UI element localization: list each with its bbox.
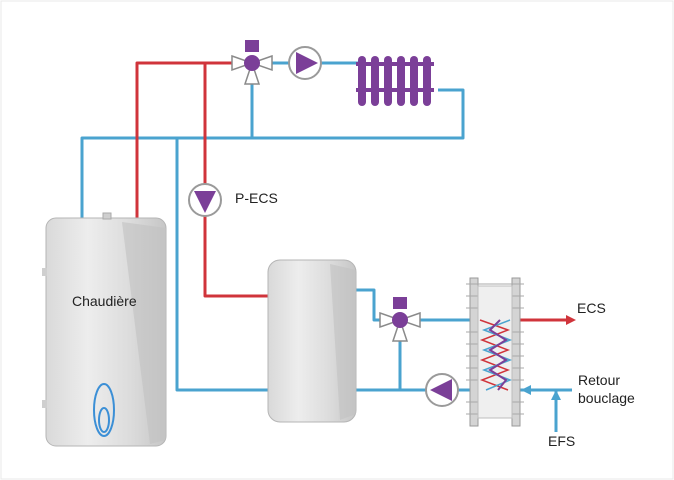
secondary-three-way-valve-icon xyxy=(379,297,421,342)
boiler xyxy=(42,212,167,447)
boiler-return-pipe xyxy=(80,88,465,218)
heating-pump-icon xyxy=(288,46,322,80)
heating-three-way-valve-icon xyxy=(231,40,273,85)
exchanger-purple-coil xyxy=(488,319,508,391)
dhw-to-tank-pipe xyxy=(203,216,270,298)
secondary-pump-icon xyxy=(425,373,459,407)
efs-label: EFS xyxy=(548,433,575,449)
hot-pipes xyxy=(135,61,576,325)
ecs-label: ECS xyxy=(577,300,606,316)
retour-arrow-icon xyxy=(521,385,531,395)
efs-arrow-icon xyxy=(551,390,561,400)
dhw-storage-tank xyxy=(267,259,357,423)
dhw-pump-label: P-ECS xyxy=(235,190,278,206)
retour-label-line2: bouclage xyxy=(578,390,635,406)
boiler-label: Chaudière xyxy=(72,293,137,309)
retour-label-line1: Retour xyxy=(578,372,620,388)
ecs-arrow-icon xyxy=(566,315,576,325)
tank-return-pipe xyxy=(175,138,270,392)
boiler-flow-pipe xyxy=(135,61,240,218)
cold-pipes xyxy=(80,61,572,432)
plate-heat-exchanger-icon xyxy=(466,277,524,427)
dhw-pump-icon xyxy=(188,183,222,217)
radiator-icon xyxy=(356,56,434,106)
flame-icon xyxy=(93,383,115,437)
